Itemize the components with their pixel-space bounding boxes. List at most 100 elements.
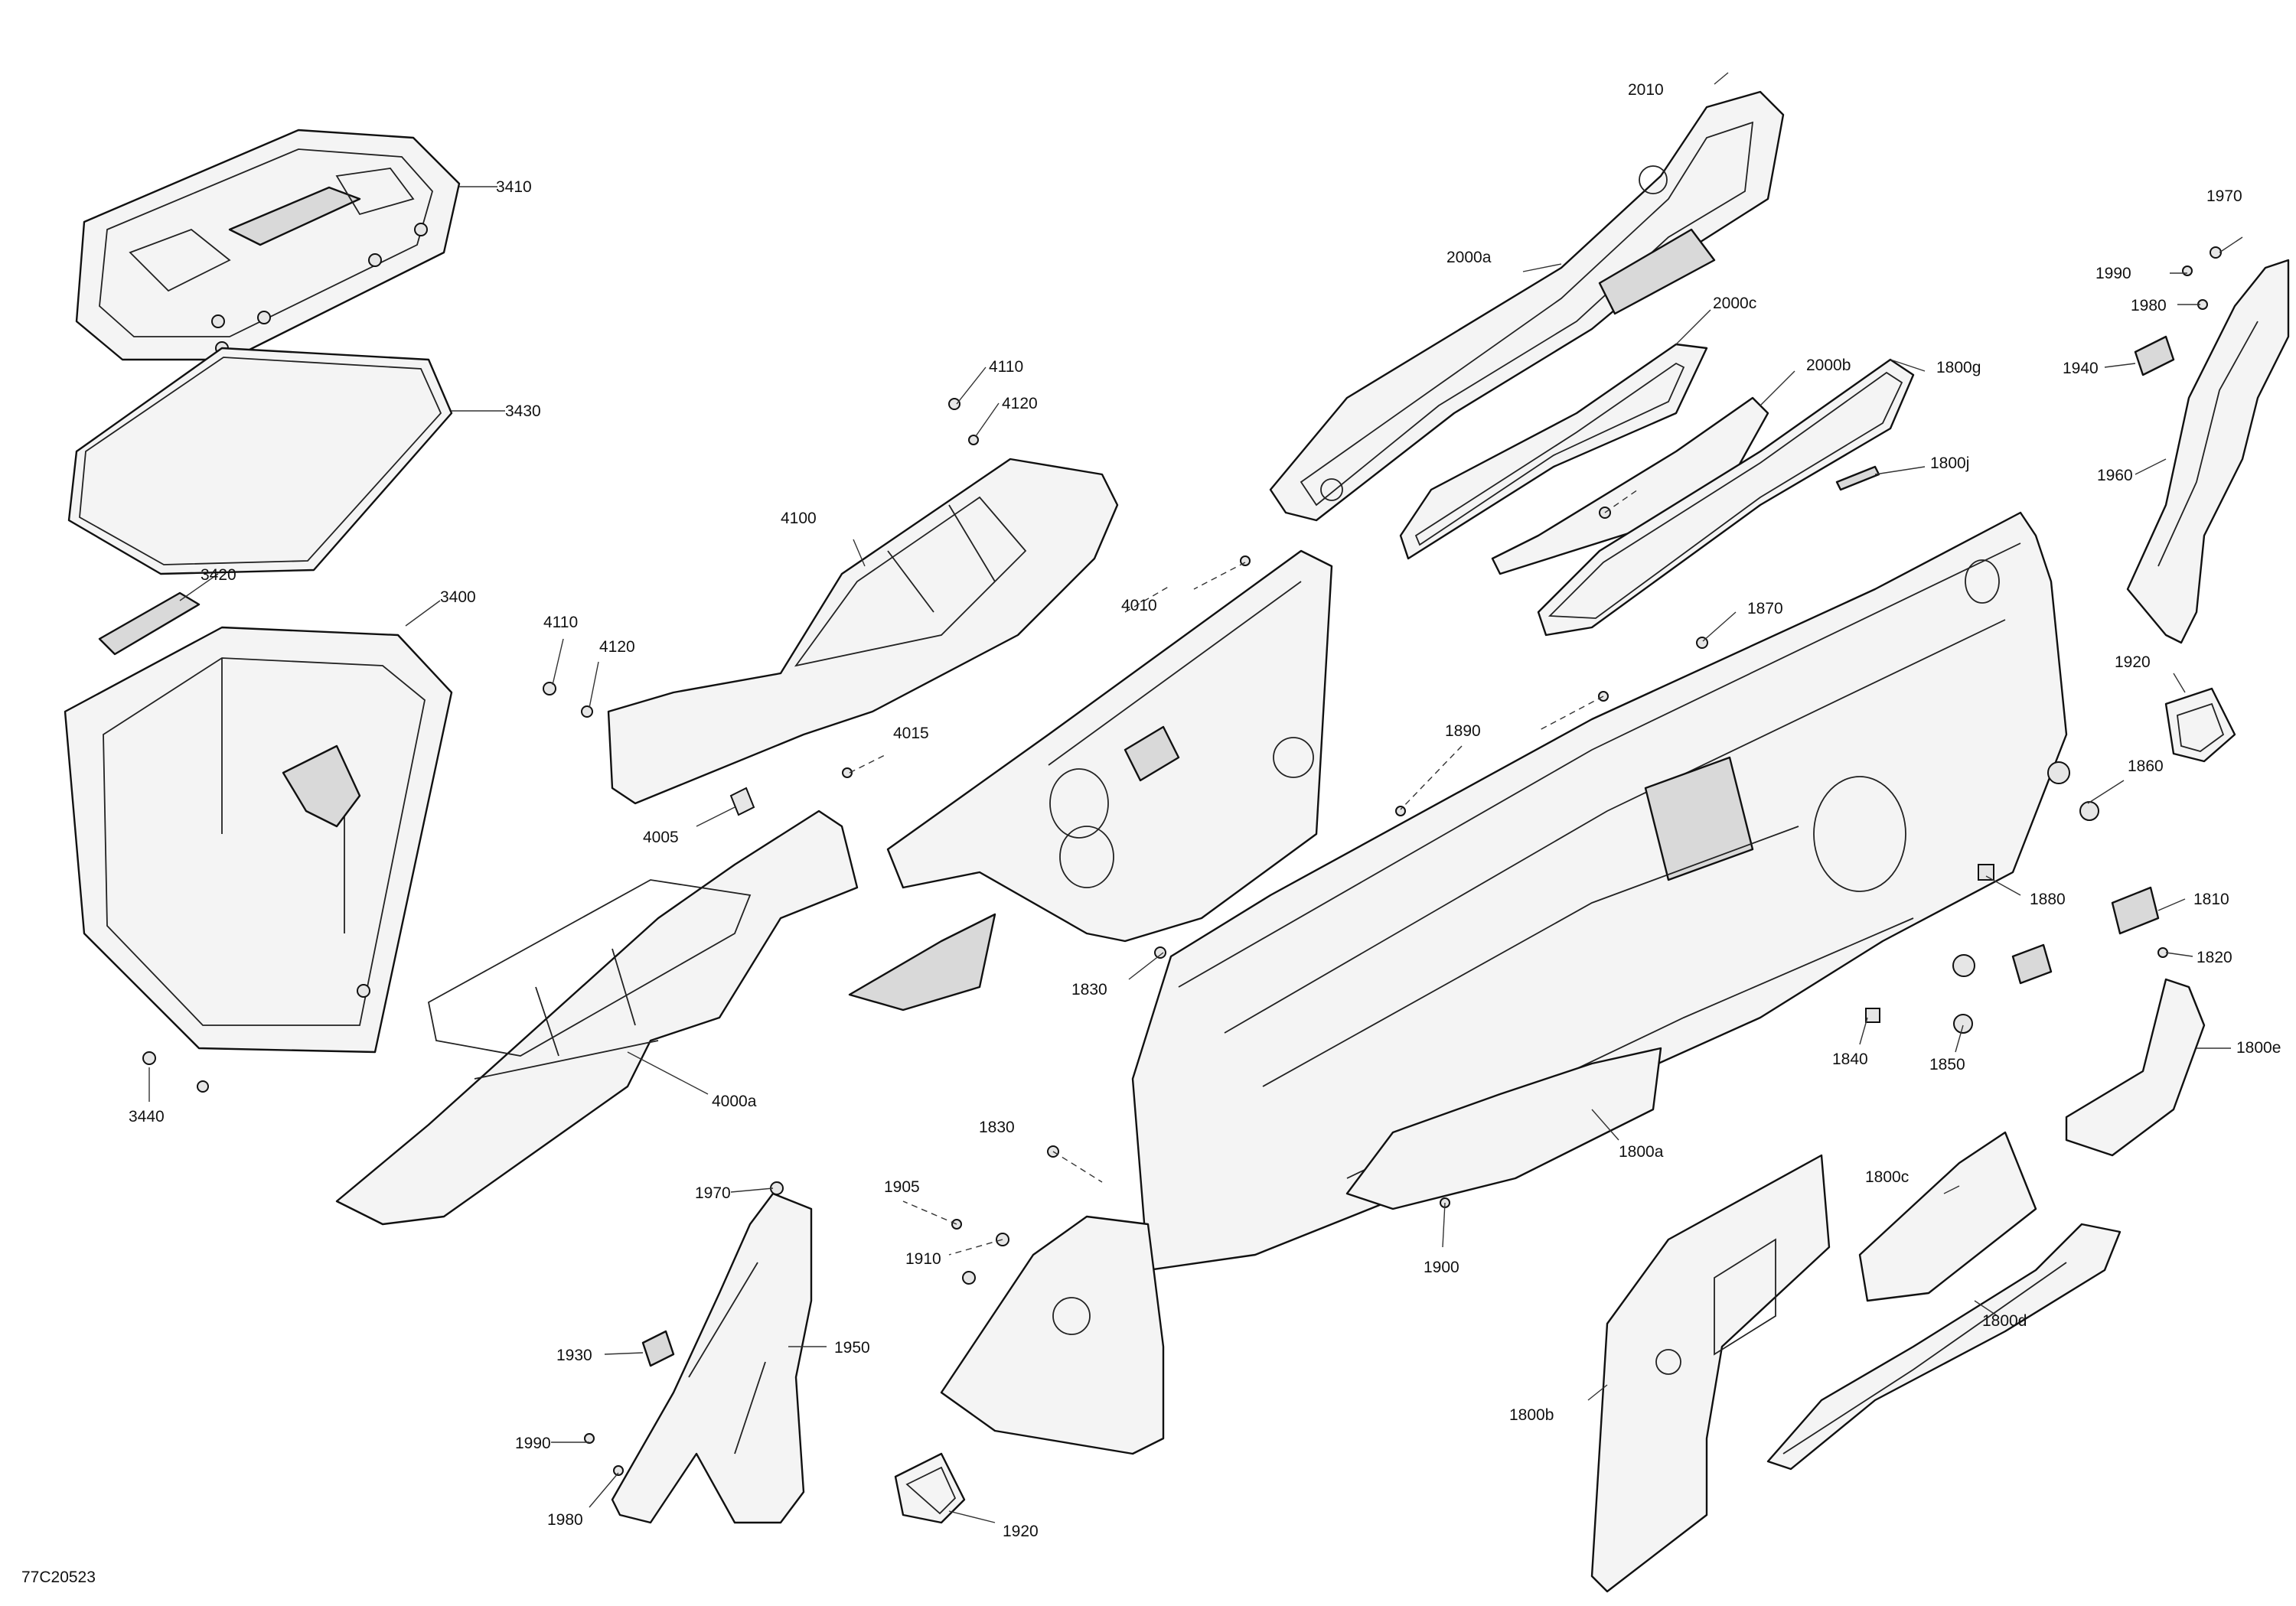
panel-1800d [1766,1223,2122,1471]
callout-1970-left: 1970 [695,1184,731,1202]
callout-1940: 1940 [2063,360,2099,377]
callout-4110-left: 4110 [543,614,578,631]
callout-1820: 1820 [2197,949,2232,966]
clip-1910b [962,1271,976,1285]
fastener-4015 [842,767,853,778]
callout-3420: 3420 [201,566,236,584]
panel-1800c [1858,1131,2037,1302]
handle-3420 [98,591,201,656]
callout-4120-left: 4120 [599,638,635,656]
callout-1800d: 1800d [1982,1312,2027,1330]
callout-1810: 1810 [2193,891,2229,908]
clip-1940 [2134,335,2175,376]
callout-1800b: 1800b [1509,1406,1554,1424]
callout-1990-right: 1990 [2095,265,2131,282]
fastener-1830a [1154,946,1166,959]
seal-1800g [1537,358,1915,637]
callout-1800c: 1800c [1865,1168,1909,1186]
fastener-1990-left [584,1433,595,1444]
callout-1830-lower: 1830 [979,1119,1015,1136]
fastener-1970-right [2210,246,2222,259]
connector-1810 [2111,886,2160,935]
fastener-3440 [142,984,370,1093]
callout-2000a: 2000a [1446,249,1492,266]
grommet-1860a [2047,761,2070,784]
callout-4015: 4015 [893,725,929,742]
panel-1800b [1590,1154,1831,1593]
callout-4000a: 4000a [712,1093,757,1110]
callout-3400: 3400 [440,588,476,606]
callout-1860: 1860 [2128,757,2164,775]
callout-1800a: 1800a [1619,1143,1664,1161]
callout-3430: 3430 [505,402,541,420]
clip-1840 [1865,1008,1880,1023]
gasket-2000c [1399,343,1708,560]
fastener-4110-top [948,398,960,410]
lid-seal-3430 [67,347,453,575]
callout-2010: 2010 [1628,81,1664,99]
callout-1830-upper: 1830 [1071,981,1107,998]
callout-1850: 1850 [1929,1056,1965,1073]
leader-lines [148,72,2243,1523]
callout-1990-left: 1990 [515,1435,551,1452]
plug-1920-right [2164,687,2236,763]
pillar-1960 [2126,259,2290,644]
washer-1980-left [613,1465,624,1476]
housing-4010 [886,549,1333,943]
storage-lid-3410 [75,129,461,361]
callout-1980-left: 1980 [547,1511,583,1529]
callout-1890: 1890 [1445,722,1481,740]
callout-4120-top: 4120 [1002,395,1038,412]
callout-1905: 1905 [884,1178,920,1196]
washer-4120-top [968,435,979,445]
callout-4005: 4005 [643,829,679,846]
clip-4005 [729,787,755,816]
pillar-1950 [611,1192,813,1524]
callout-4100: 4100 [781,510,817,527]
callout-1800j: 1800j [1930,454,1969,472]
callout-1880: 1880 [2030,891,2066,908]
callout-3410: 3410 [496,178,532,196]
callout-4110-top: 4110 [989,358,1023,376]
callout-2000b: 2000b [1806,357,1851,374]
document-id: 77C20523 [21,1569,96,1586]
callout-1980-right: 1980 [2131,297,2167,314]
callout-labels: 3410 3430 3420 3400 3440 4110 4120 4100 … [129,81,2281,1540]
grommet-1860b [2079,801,2099,821]
lower-bracket [940,1215,1165,1455]
fastener-1990-right [2182,265,2193,276]
main-panel [1131,511,2068,1272]
callout-1800g: 1800g [1936,359,1981,376]
callout-1920-left: 1920 [1003,1523,1039,1540]
cover-2000a [1269,90,1785,522]
strip-1800j [1835,465,1880,491]
callout-1840: 1840 [1832,1051,1868,1068]
storage-bin-3400 [64,626,453,1054]
fastener-1890b [1395,806,1406,816]
callout-1870: 1870 [1747,600,1783,617]
callout-1910: 1910 [905,1250,941,1268]
callout-1930: 1930 [556,1347,592,1364]
callout-1950: 1950 [834,1339,870,1357]
callout-3440: 3440 [129,1108,165,1126]
callout-1900: 1900 [1424,1259,1459,1276]
callout-1800e: 1800e [2236,1039,2281,1057]
duct-4100 [607,458,1119,805]
air-box-4000a [335,810,859,1226]
grommet-1850a [1952,954,1975,977]
plug-1920-left [894,1452,966,1524]
callout-2000c: 2000c [1713,295,1756,312]
callout-4010: 4010 [1121,597,1157,614]
trim-2000b [1491,396,1769,575]
clip-1880 [1978,864,1994,881]
guard-1800e [2065,978,2206,1157]
connector-1800 [2011,943,2053,985]
callout-1920-right: 1920 [2115,653,2151,671]
callout-1970-right: 1970 [2206,187,2242,205]
trim-1800a [1345,1047,1662,1210]
clip-1930 [641,1330,675,1367]
callout-1960: 1960 [2097,467,2133,484]
cover-plate [848,913,996,1011]
fastener-4110-left [543,682,556,695]
